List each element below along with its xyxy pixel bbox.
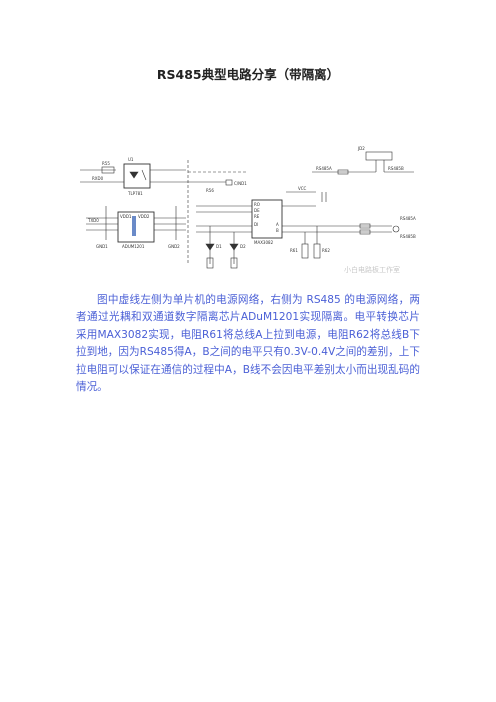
label-r56: R56 [206, 188, 214, 193]
label-rs485a-right: RS485A [400, 216, 416, 221]
label-vdd2: VDD2 [138, 214, 150, 219]
label-d2: D2 [240, 244, 246, 249]
label-u2: ADUM1201 [122, 244, 145, 249]
label-re: RE [254, 214, 260, 219]
label-rs485b-top: RS485B [388, 166, 404, 171]
label-cnd1: C/ND1 [234, 181, 247, 186]
label-u3: MAX3082 [254, 240, 274, 245]
label-rxd0: RXD0 [92, 176, 104, 181]
label-b: B [276, 228, 279, 233]
watermark-text: 小白电路板工作室 [344, 265, 400, 274]
label-txd0: TXD0 [87, 218, 99, 223]
label-de: DE [254, 208, 260, 213]
label-r62: R62 [322, 248, 330, 253]
label-gnd2: GND2 [168, 244, 180, 249]
body-paragraph: 图中虚线左侧为单片机的电源网络，右侧为 RS485 的电源网络，两者通过光耦和双… [76, 294, 420, 394]
label-vcc: VCC [298, 186, 307, 191]
circuit-schematic-image: R55 U1 RXD0 TLP781 R56 C/ND1 VCC JD2 RS4… [80, 146, 416, 274]
label-u1: U1 [128, 157, 134, 162]
label-d1: D1 [216, 244, 222, 249]
label-vdd1: VDD1 [120, 214, 132, 219]
label-gnd1: GND1 [96, 244, 108, 249]
label-a: A [276, 222, 279, 227]
label-jd2: JD2 [357, 146, 365, 151]
label-ro: RO [254, 202, 260, 207]
label-r55: R55 [102, 161, 110, 166]
label-rs485a-top: RS485A [316, 166, 332, 171]
label-opto: TLP781 [127, 191, 143, 196]
label-rs485b-right: RS485B [400, 234, 416, 239]
label-r61: R61 [290, 248, 298, 253]
document-title: RS485典型电路分享（带隔离） [156, 67, 340, 82]
label-di: DI [254, 222, 258, 227]
